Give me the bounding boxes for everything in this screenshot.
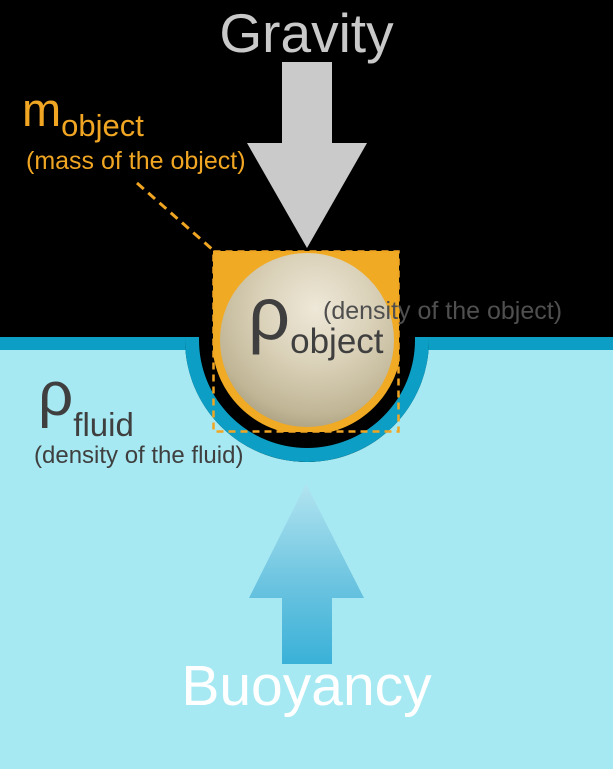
density-object-symbol: ρ [248, 272, 291, 355]
mass-leader-line [136, 181, 214, 252]
mass-label: mobject [22, 86, 144, 141]
density-fluid-symbol: ρ [38, 360, 74, 429]
mass-symbol: m [22, 83, 62, 136]
depression-rim [185, 337, 429, 462]
gravity-label: Gravity [219, 2, 394, 64]
object-square-dashed-border [212, 250, 400, 433]
gravity-down-arrow-icon [247, 62, 367, 248]
density-object-label: ρobject [248, 277, 384, 361]
density-fluid-label: ρfluid [38, 364, 134, 443]
mass-caption: (mass of the object) [26, 147, 246, 175]
buoyancy-up-arrow-icon [249, 484, 364, 664]
density-fluid-subscript: fluid [73, 406, 134, 443]
floating-sphere [220, 253, 394, 427]
mass-subscript: object [61, 108, 144, 143]
density-object-subscript: object [290, 322, 384, 361]
buoyancy-label: Buoyancy [181, 654, 432, 718]
density-fluid-caption: (density of the fluid) [34, 442, 244, 469]
density-object-caption: (density of the object) [323, 297, 563, 325]
